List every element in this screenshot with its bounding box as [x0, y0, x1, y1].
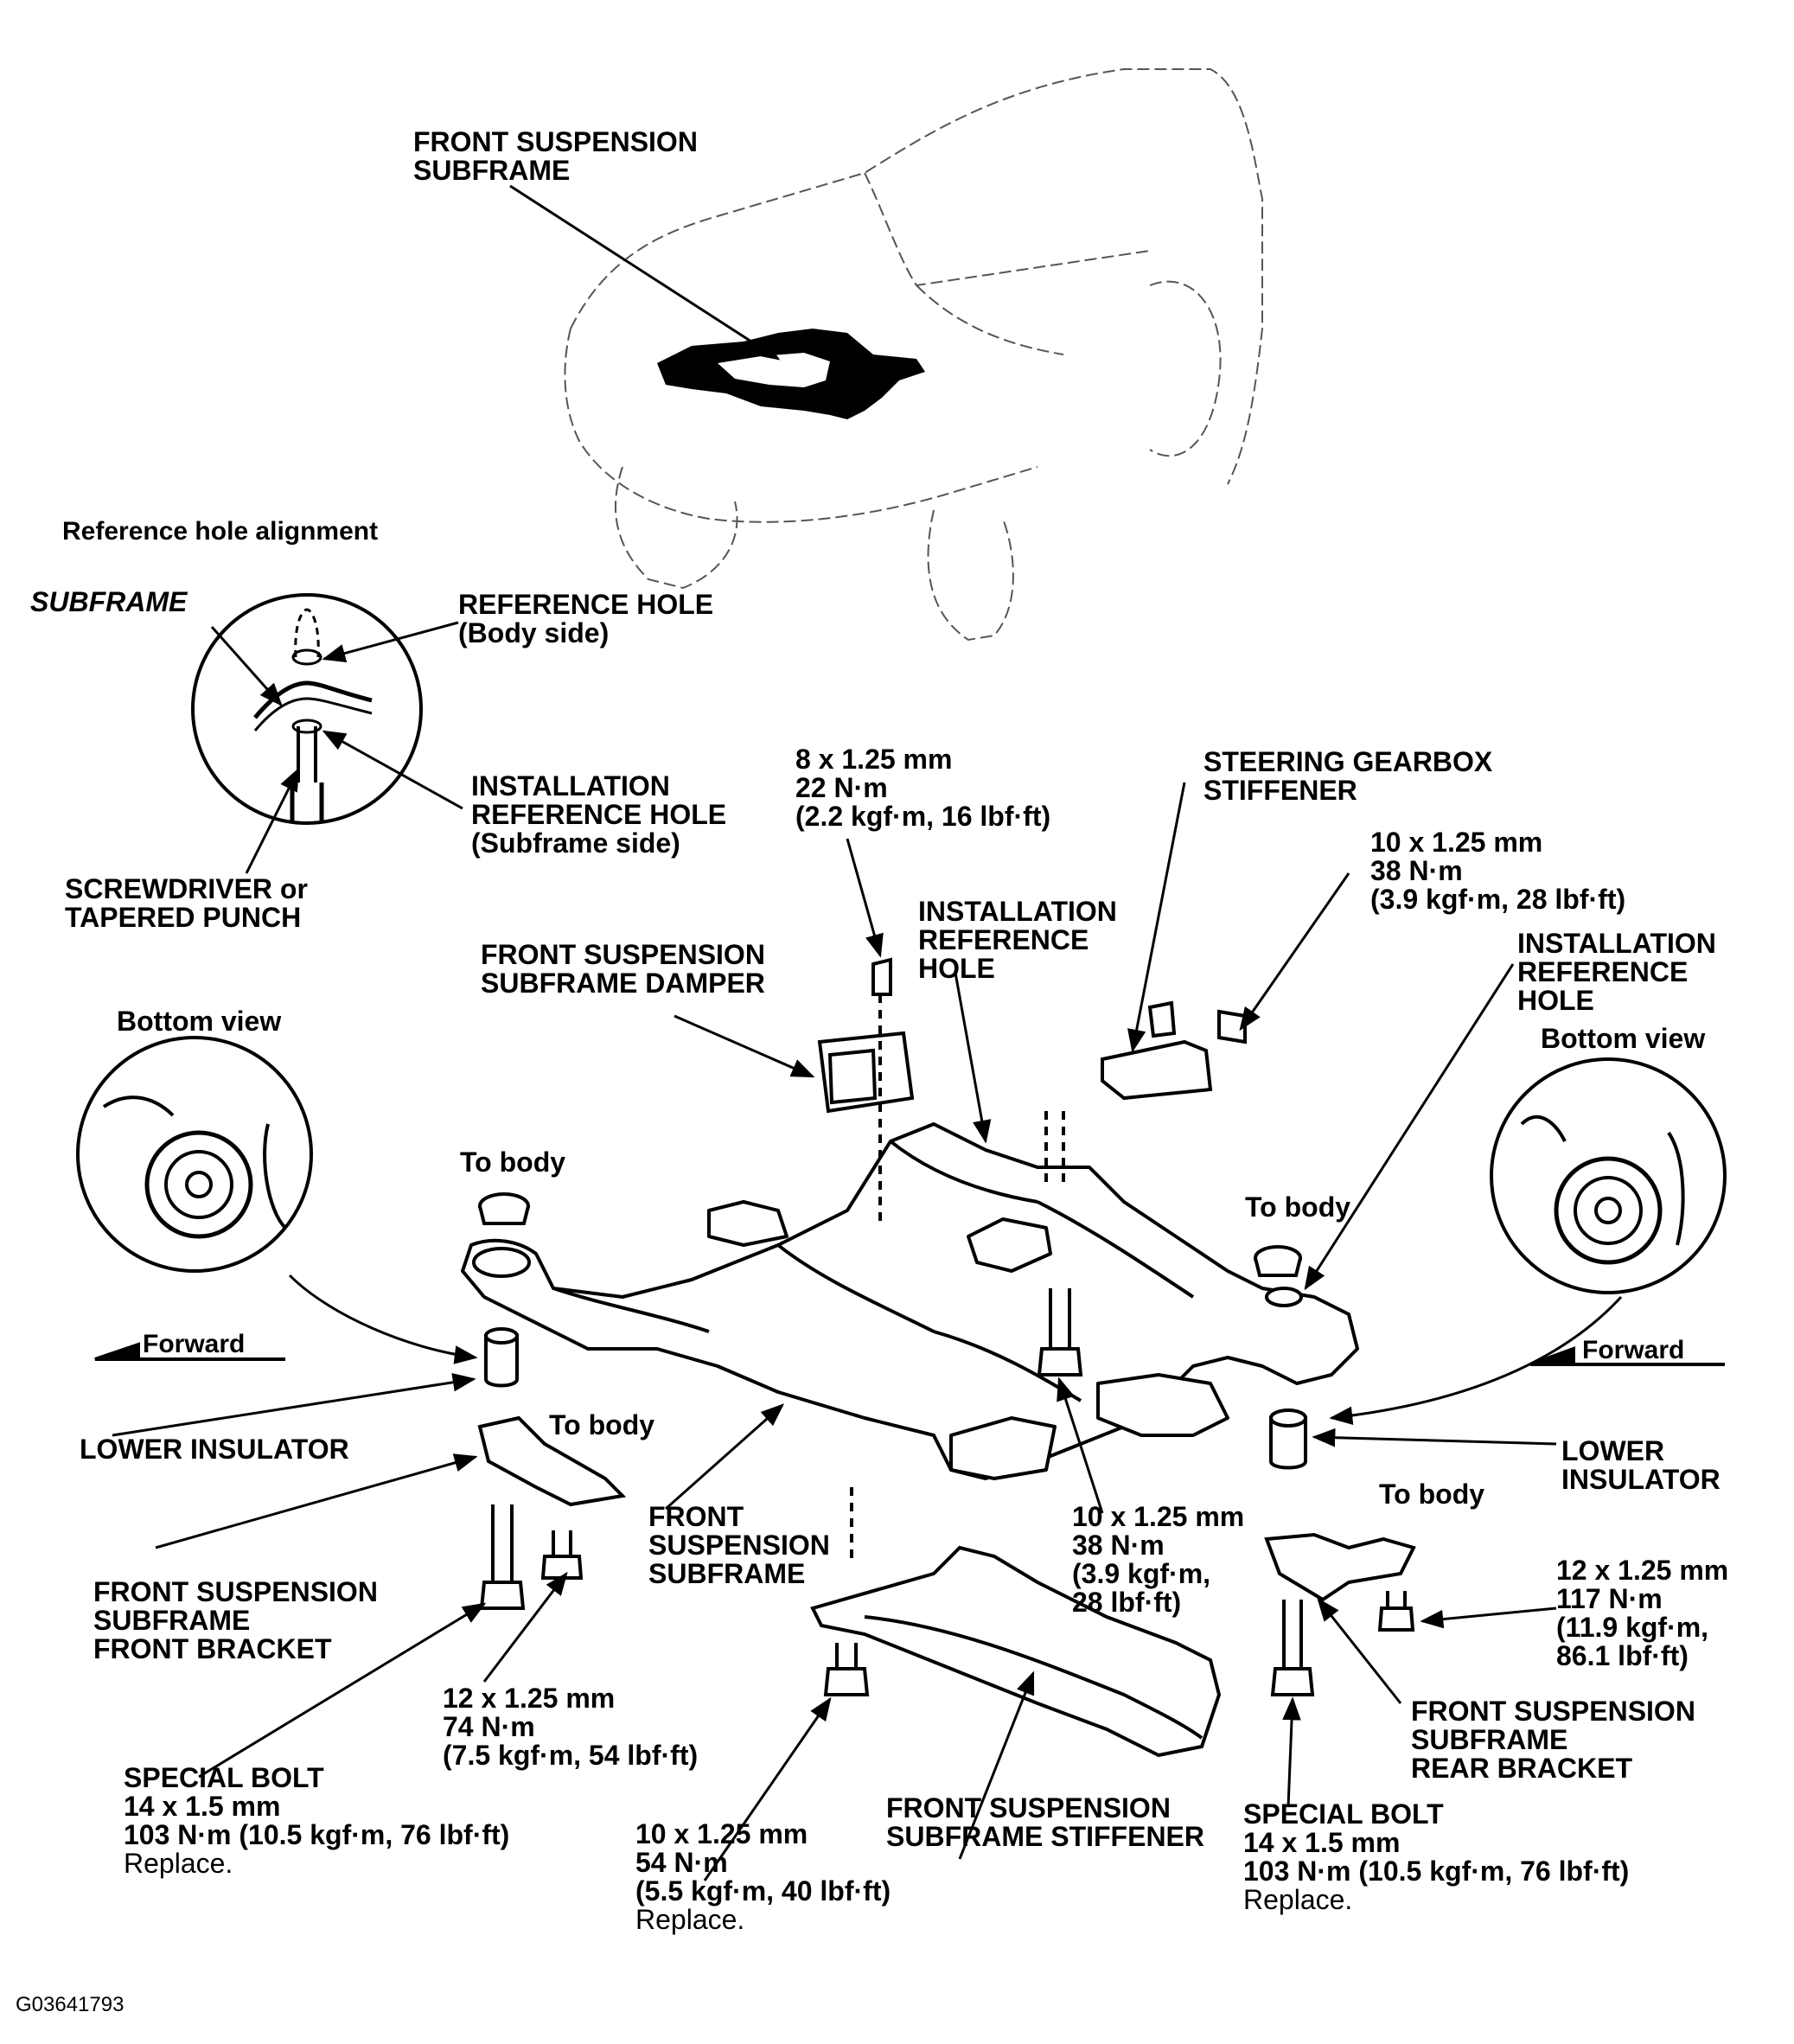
- ref-section-title: Reference hole alignment: [62, 517, 379, 546]
- to-body-left-bracket-label: To body: [549, 1409, 655, 1440]
- to-body-left-label: To body: [460, 1147, 566, 1178]
- stiffener-label: FRONT SUSPENSION SUBFRAME STIFFENER: [886, 1792, 1204, 1852]
- to-body-right-bracket-label: To body: [1379, 1479, 1485, 1510]
- right-mount-parts: [1254, 1245, 1416, 1696]
- forward-left-label: Forward: [143, 1330, 246, 1358]
- car-subframe-silhouette: [657, 329, 925, 419]
- ref-hole-body-label: REFERENCE HOLE (Body side): [458, 589, 714, 648]
- special-bolt-right-spec: SPECIAL BOLT 14 x 1.5 mm 103 N·m (10.5 k…: [1243, 1798, 1630, 1915]
- bolt-10-right-spec: 10 x 1.25 mm 38 N·m (3.9 kgf·m, 28 lbf·f…: [1370, 827, 1626, 915]
- install-ref-hole-subframe-label: INSTALLATION REFERENCE HOLE (Subframe si…: [471, 770, 727, 859]
- left-mount-parts: [472, 1192, 627, 1610]
- bottom-view-right-label: Bottom view: [1541, 1023, 1706, 1054]
- bottom-view-left: [76, 1036, 313, 1273]
- bolt-12-left-spec: 12 x 1.25 mm 74 N·m (7.5 kgf·m, 54 lbf·f…: [443, 1683, 699, 1771]
- bolt-8-spec: 8 x 1.25 mm 22 N·m (2.2 kgf·m, 16 lbf·ft…: [795, 744, 1051, 832]
- forward-arrows: [94, 1342, 1725, 1366]
- install-ref-hole-right-label: INSTALLATION REFERENCE HOLE: [1517, 928, 1716, 1016]
- car-subframe-label: FRONT SUSPENSION SUBFRAME: [413, 126, 698, 186]
- center-bolts: [823, 1288, 1083, 1696]
- figure-id: G03641793: [16, 1993, 124, 2016]
- special-bolt-left-spec: SPECIAL BOLT 14 x 1.5 mm 103 N·m (10.5 k…: [124, 1762, 510, 1879]
- screwdriver-label: SCREWDRIVER or TAPERED PUNCH: [65, 873, 308, 933]
- subframe-body: [461, 1122, 1359, 1480]
- to-body-right-label: To body: [1245, 1191, 1351, 1223]
- bolt-10-center-spec: 10 x 1.25 mm 38 N·m (3.9 kgf·m, 28 lbf·f…: [1072, 1501, 1245, 1618]
- bolt-12-right-spec: 12 x 1.25 mm 117 N·m (11.9 kgf·m, 86.1 l…: [1556, 1555, 1729, 1671]
- lower-insulator-left-label: LOWER INSULATOR: [80, 1434, 349, 1465]
- gearbox-stiffener-label: STEERING GEARBOX STIFFENER: [1203, 746, 1493, 806]
- car-outline: [564, 68, 1263, 642]
- bottom-view-right: [1490, 1057, 1727, 1294]
- leader-lines: [112, 184, 1623, 1881]
- install-ref-hole-center-label: INSTALLATION REFERENCE HOLE: [918, 896, 1117, 984]
- rear-bracket-label: FRONT SUSPENSION SUBFRAME REAR BRACKET: [1411, 1696, 1695, 1784]
- subframe-center-label: FRONT SUSPENSION SUBFRAME: [648, 1501, 830, 1589]
- damper-label: FRONT SUSPENSION SUBFRAME DAMPER: [481, 939, 765, 999]
- ref-subframe-label: SUBFRAME: [30, 586, 188, 617]
- reference-hole-circle: [191, 593, 423, 825]
- bottom-view-left-label: Bottom view: [117, 1006, 282, 1037]
- bolt-10-bottom-spec: 10 x 1.25 mm 54 N·m (5.5 kgf·m, 40 lbf·f…: [635, 1818, 891, 1935]
- damper-and-stiffener-parts: [817, 957, 1247, 1565]
- forward-right-label: Forward: [1582, 1336, 1685, 1364]
- front-bracket-label: FRONT SUSPENSION SUBFRAME FRONT BRACKET: [93, 1576, 378, 1664]
- lower-insulator-right-label: LOWER INSULATOR: [1561, 1435, 1721, 1495]
